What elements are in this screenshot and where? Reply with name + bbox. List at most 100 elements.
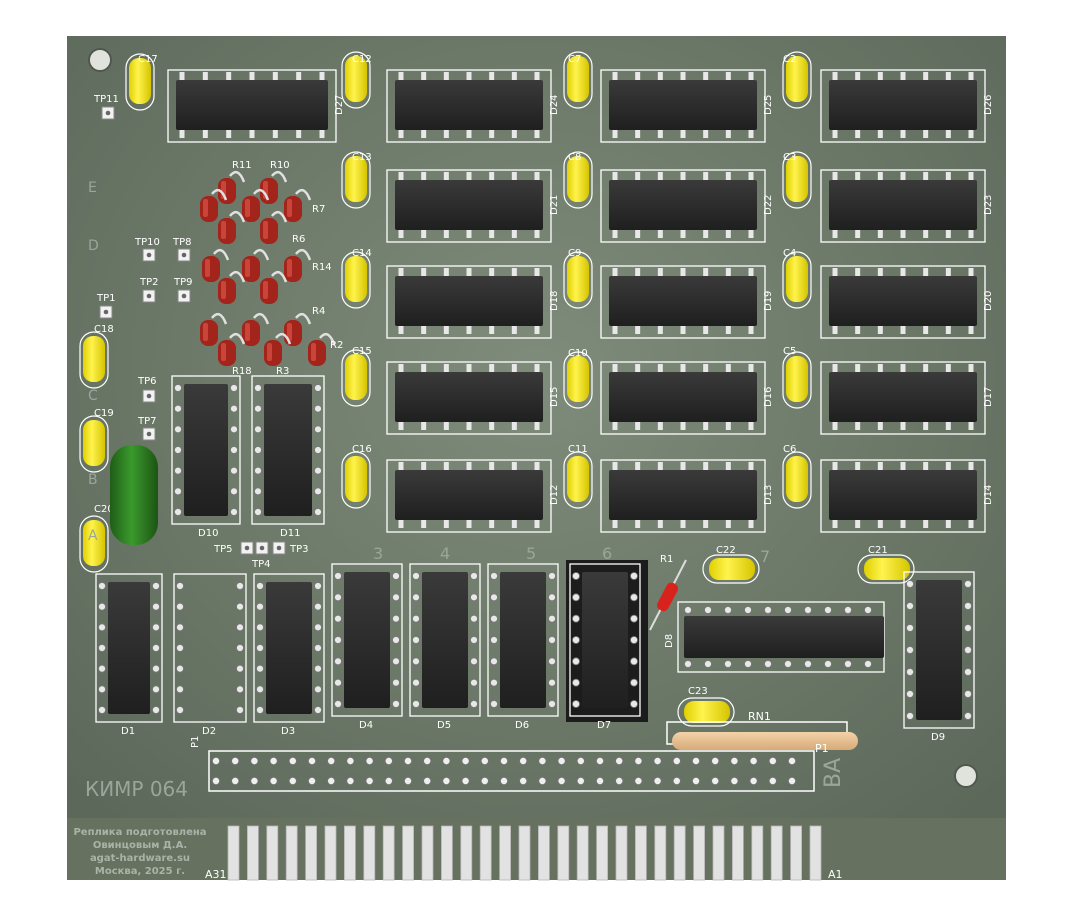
ic-pin: [572, 700, 580, 708]
ic-body: [344, 572, 390, 708]
ic-pin: [923, 72, 929, 80]
test-point-label: TP11: [93, 94, 119, 105]
ic-pin: [511, 326, 517, 334]
ic-pin: [511, 520, 517, 528]
ic-pin: [964, 624, 972, 632]
ic-label-d26: D26: [983, 95, 994, 115]
ic-pin: [968, 72, 974, 80]
ic-pin: [534, 364, 540, 372]
faint-mark: A: [88, 528, 98, 544]
ic-pin: [748, 462, 754, 470]
ic-pin: [296, 130, 302, 138]
header-pin: [788, 777, 797, 786]
resistor-label: R1: [660, 554, 673, 565]
ic-pin: [230, 466, 238, 475]
ic-pin: [511, 230, 517, 238]
ic-pin: [923, 268, 929, 276]
capacitor-label: C15: [352, 346, 372, 357]
resistor-body: [656, 582, 679, 612]
ic-pin: [704, 606, 712, 614]
ic-pin: [230, 404, 238, 413]
capacitor-label: C7: [568, 54, 581, 65]
ic-pin: [964, 580, 972, 588]
ic-label-d3: D3: [281, 726, 295, 737]
ic-pin: [612, 326, 618, 334]
ic-pin: [906, 712, 914, 720]
header-pin: [596, 757, 605, 766]
capacitor-body: [567, 356, 589, 402]
ic-pin: [314, 664, 322, 673]
ic-label-d8: D8: [664, 634, 675, 648]
header-pin: [231, 777, 240, 786]
resistor-body: [260, 218, 278, 244]
ic-label-d9: D9: [931, 732, 945, 743]
capacitor-label: C14: [352, 248, 372, 259]
ic-pin: [635, 130, 641, 138]
capacitor-label: C16: [352, 444, 372, 455]
ic-pin: [748, 130, 754, 138]
ic-pin: [968, 268, 974, 276]
credit-line-2: Овинцовым Д.А.: [93, 840, 187, 851]
ic-pin: [412, 593, 420, 602]
test-point-hole: [181, 252, 187, 258]
header-pin: [519, 777, 528, 786]
ic-pin: [703, 520, 709, 528]
ic-pin: [466, 130, 472, 138]
resistor-lead: [295, 312, 312, 325]
ic-pin: [657, 326, 663, 334]
test-point-label: TP9: [173, 277, 193, 288]
ic-pin: [877, 72, 883, 80]
ic-pin: [534, 268, 540, 276]
capacitor-body: [83, 520, 105, 566]
ic-body: [395, 180, 543, 230]
capacitor-body: [786, 256, 808, 302]
ic-pin: [236, 644, 244, 652]
ic-pin: [764, 606, 772, 614]
ic-pin: [236, 623, 244, 632]
ic-pin: [174, 446, 182, 454]
resistor-body: [218, 340, 236, 366]
ic-pin: [230, 446, 238, 454]
ic-pin: [412, 572, 420, 580]
ic-pin: [945, 520, 951, 528]
ic-body: [422, 572, 468, 708]
ic-pin: [256, 706, 264, 714]
resistor-highlight: [221, 281, 226, 299]
capacitor-label: C19: [94, 408, 114, 419]
ic-pin: [877, 326, 883, 334]
credit-line-4: Москва, 2025 г.: [95, 866, 185, 877]
ic-pin: [179, 72, 185, 80]
ic-pin: [906, 624, 914, 632]
capacitor-body: [83, 336, 105, 382]
ic-pin: [630, 657, 638, 666]
ic-pin: [548, 614, 556, 623]
ic-outline: [386, 361, 552, 435]
ic-pin: [398, 520, 404, 528]
capacitor-label: C13: [352, 152, 372, 163]
ic-pin: [176, 602, 184, 611]
test-point-hole: [146, 293, 152, 299]
faint-mark: E: [88, 180, 97, 196]
edge-finger: [635, 825, 647, 881]
ic-pin: [945, 364, 951, 372]
ic-pin: [764, 660, 772, 668]
ic-pin: [490, 614, 498, 623]
faint-mark: D: [88, 238, 99, 254]
ic-pin: [98, 602, 106, 611]
capacitor-label: C6: [783, 444, 796, 455]
ic-pin: [703, 422, 709, 430]
ic-body: [609, 372, 757, 422]
ic-pin: [548, 700, 556, 708]
ic-pin: [334, 657, 342, 666]
header-pin: [538, 777, 547, 786]
ic-pin: [174, 487, 182, 496]
ic-pin: [680, 230, 686, 238]
ic-pin: [392, 657, 400, 666]
ic-pin: [572, 572, 580, 580]
ic-pin: [877, 520, 883, 528]
header-pin: [461, 777, 470, 786]
ic-outline: [600, 169, 766, 243]
test-point-hole: [259, 545, 265, 551]
ic-outline: [171, 375, 241, 525]
ic-pin: [724, 606, 732, 614]
